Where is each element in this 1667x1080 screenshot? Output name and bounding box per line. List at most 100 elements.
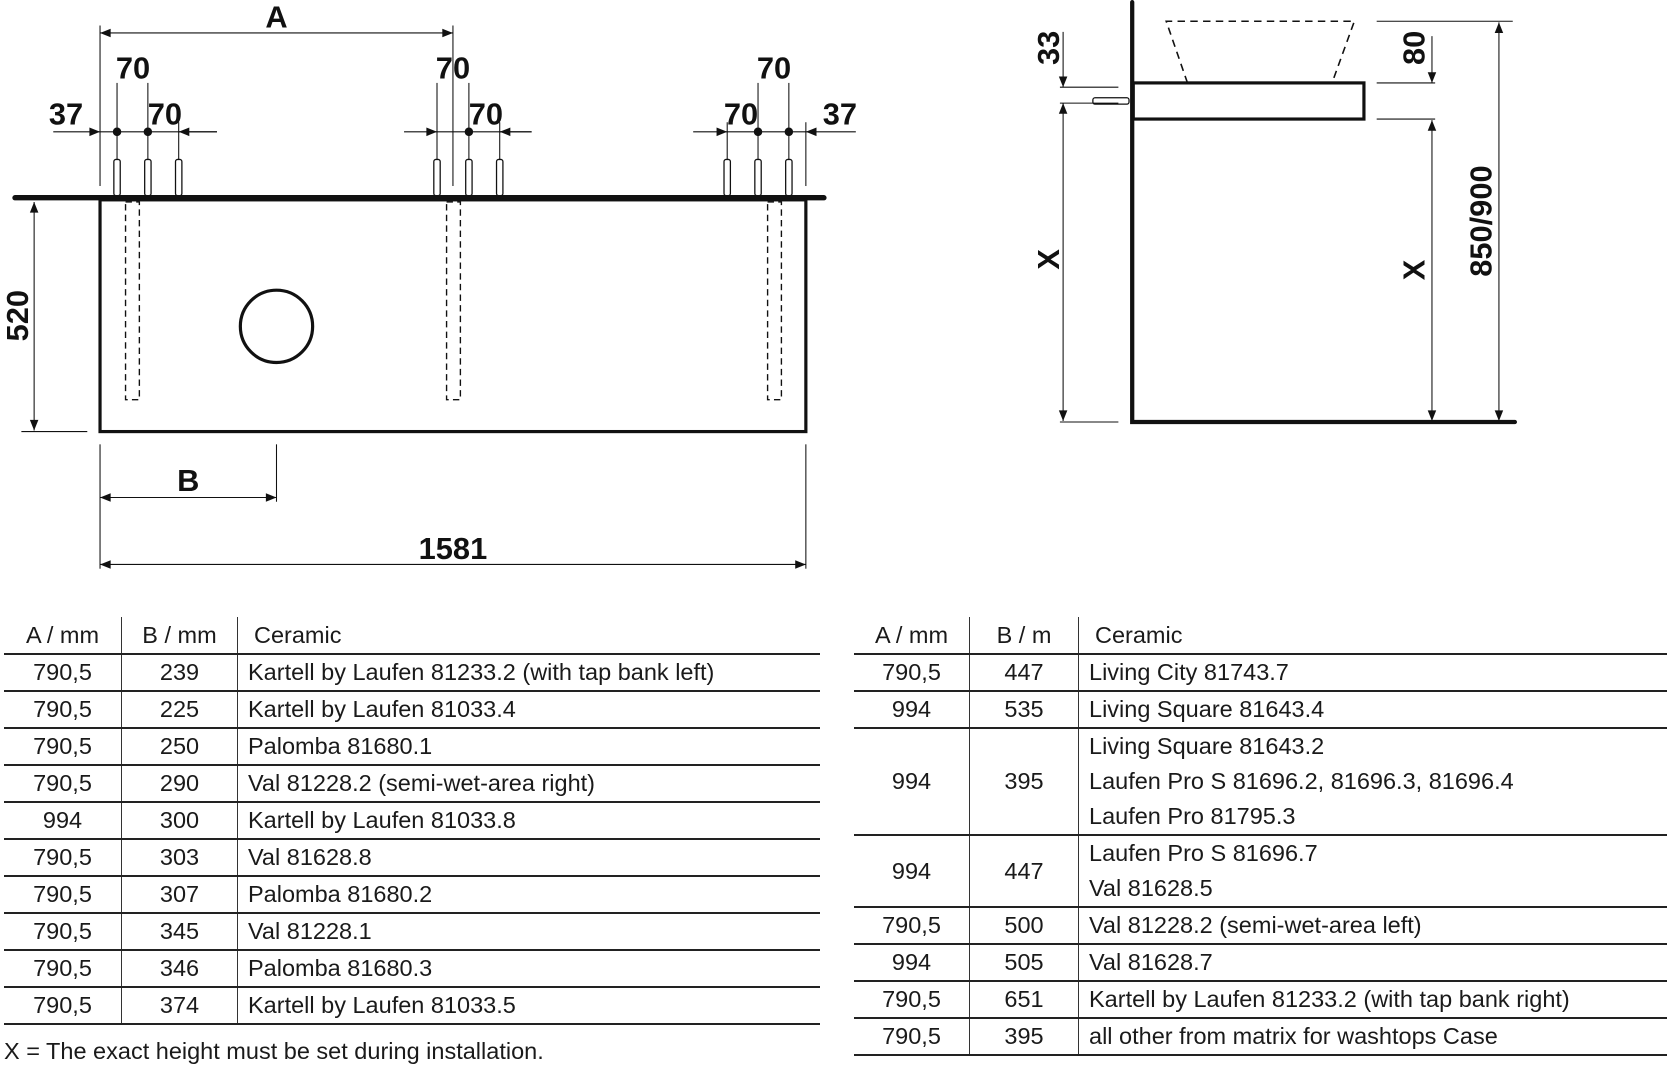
dim-a: A <box>265 0 287 35</box>
cell-ceramic: Val 81228.1 <box>237 912 820 950</box>
ceramic-line: Living Square 81643.2 <box>1089 733 1325 759</box>
cell-ceramic: Palomba 81680.1 <box>237 727 820 765</box>
cell-b: 500 <box>969 906 1079 944</box>
wall-anchor <box>1092 97 1130 105</box>
header-b: B / mm <box>121 617 238 654</box>
cabinet-outline <box>98 198 808 434</box>
ceramic-line: Palomba 81680.1 <box>248 733 433 759</box>
header-a: A / mm <box>854 617 970 654</box>
cell-ceramic: Palomba 81680.3 <box>237 949 820 987</box>
dim-height-520: 520 <box>0 290 35 341</box>
ceramic-line: Val 81628.7 <box>1089 949 1213 975</box>
cell-a: 790,5 <box>4 949 122 987</box>
cell-a: 994 <box>854 690 970 728</box>
cell-ceramic: Val 81628.7 <box>1078 943 1667 981</box>
ceramic-line: Val 81228.1 <box>248 918 372 944</box>
cell-a: 790,5 <box>4 653 122 691</box>
cell-b: 300 <box>121 801 238 839</box>
ceramic-line: Palomba 81680.3 <box>248 955 433 981</box>
header-b: B / m <box>969 617 1079 654</box>
cell-ceramic: Palomba 81680.2 <box>237 875 820 913</box>
cell-b: 505 <box>969 943 1079 981</box>
dim-70: 70 <box>436 51 470 86</box>
dim-70: 70 <box>724 96 758 131</box>
cell-a: 790,5 <box>4 912 122 950</box>
cell-b: 250 <box>121 727 238 765</box>
dim-b: B <box>177 463 199 498</box>
wall-and-floor <box>1130 0 1518 425</box>
cell-b: 447 <box>969 834 1079 907</box>
cell-b: 307 <box>121 875 238 913</box>
hidden-supports <box>124 201 783 401</box>
cell-ceramic: Val 81628.8 <box>237 838 820 876</box>
cell-a: 994 <box>854 943 970 981</box>
side-view <box>1058 0 1518 425</box>
basin-hidden-outline <box>1165 20 1356 84</box>
ceramic-line: Laufen Pro 81795.3 <box>1089 803 1296 829</box>
extension-lines <box>21 25 856 569</box>
cell-a: 790,5 <box>854 1017 970 1056</box>
dim-70: 70 <box>757 51 791 86</box>
cell-ceramic: Living Square 81643.4 <box>1078 690 1667 728</box>
ceramic-line: Living Square 81643.4 <box>1089 696 1325 722</box>
cell-ceramic: all other from matrix for washtops Case <box>1078 1017 1667 1056</box>
cell-b: 345 <box>121 912 238 950</box>
cell-b: 346 <box>121 949 238 987</box>
ceramic-line: all other from matrix for washtops Case <box>1089 1023 1498 1049</box>
ceramic-line: Val 81628.5 <box>1089 875 1213 901</box>
front-view <box>12 25 856 569</box>
cell-b: 225 <box>121 690 238 728</box>
cell-b: 374 <box>121 986 238 1025</box>
cell-b: 447 <box>969 653 1079 691</box>
ceramic-line: Val 81228.2 (semi-wet-area right) <box>248 770 595 796</box>
ceramic-line: Kartell by Laufen 81033.8 <box>248 807 516 833</box>
front-view-labels: A 70 37 70 70 70 70 70 37 520 B 1581 <box>0 0 857 566</box>
installation-note: X = The exact height must be set during … <box>4 1038 544 1064</box>
dim-80: 80 <box>1397 31 1432 65</box>
ceramic-line: Val 81228.2 (semi-wet-area left) <box>1089 912 1422 938</box>
dim-70: 70 <box>148 96 182 131</box>
cell-ceramic: Kartell by Laufen 81233.2 (with tap bank… <box>237 653 820 691</box>
cell-b: 395 <box>969 1017 1079 1056</box>
cell-ceramic: Kartell by Laufen 81233.2 (with tap bank… <box>1078 980 1667 1018</box>
ceramic-line: Kartell by Laufen 81233.2 (with tap bank… <box>248 659 715 685</box>
cell-ceramic: Val 81228.2 (semi-wet-area right) <box>237 764 820 802</box>
cell-a: 994 <box>854 834 970 907</box>
cell-a: 790,5 <box>854 906 970 944</box>
header-a: A / mm <box>4 617 122 654</box>
ceramic-line: Living City 81743.7 <box>1089 659 1289 685</box>
dim-x-left: X <box>1031 249 1066 270</box>
cell-a: 790,5 <box>4 838 122 876</box>
cell-b: 651 <box>969 980 1079 1018</box>
ceramic-line: Kartell by Laufen 81233.2 (with tap bank… <box>1089 986 1570 1012</box>
cell-ceramic: Kartell by Laufen 81033.8 <box>237 801 820 839</box>
cell-a: 994 <box>854 727 970 835</box>
cell-b: 239 <box>121 653 238 691</box>
dim-37-right: 37 <box>823 96 857 131</box>
cell-b: 535 <box>969 690 1079 728</box>
cell-a: 994 <box>4 801 122 839</box>
drain-hole <box>238 288 315 365</box>
cell-b: 290 <box>121 764 238 802</box>
cell-a: 790,5 <box>4 875 122 913</box>
cell-ceramic: Val 81228.2 (semi-wet-area left) <box>1078 906 1667 944</box>
header-ceramic: Ceramic <box>1095 621 1183 648</box>
side-view-labels: 33 X 80 X 850/900 <box>1031 31 1499 281</box>
ceramic-line: Laufen Pro S 81696.2, 81696.3, 81696.4 <box>1089 768 1514 794</box>
